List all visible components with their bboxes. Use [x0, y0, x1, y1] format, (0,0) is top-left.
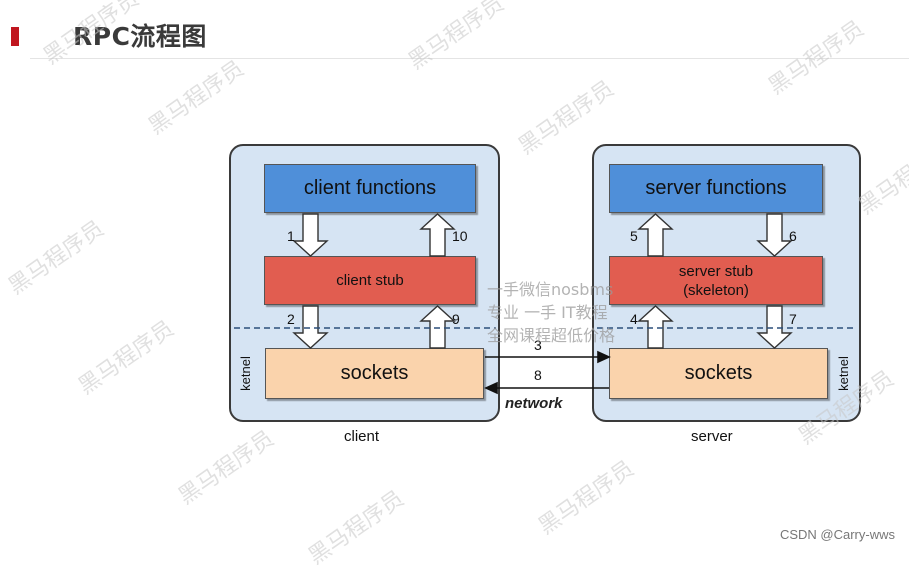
flow-arrows [234, 213, 857, 395]
center-watermark-line-2: 专业 一手 IT教程 [487, 303, 608, 322]
client-label: client [344, 428, 380, 445]
server-stub-sublabel: (skeleton) [683, 281, 749, 299]
client-functions-box: client functions [264, 164, 476, 213]
center-watermark-line-1: 一手微信nosbms [487, 280, 614, 299]
server-stub-box: server stub (skeleton) [609, 256, 823, 305]
step-8-label: 8 [534, 367, 542, 383]
server-sockets-box: sockets [609, 348, 828, 399]
csdn-credit: CSDN @Carry-wws [779, 527, 895, 542]
step-1-label: 1 [287, 228, 295, 244]
step-9-label: 9 [452, 311, 460, 327]
arrow-6-down [756, 213, 793, 257]
arrow-4-up [637, 305, 674, 349]
arrow-8-head [484, 381, 498, 395]
step-6-label: 6 [789, 228, 797, 244]
page-title: RPC流程图 [73, 22, 207, 51]
step-2-label: 2 [287, 311, 295, 327]
client-sockets-box: sockets [265, 348, 484, 399]
title-accent-bar [11, 27, 19, 46]
center-watermark-line-3: 全网课程超低价格 [487, 326, 616, 345]
server-functions-box: server functions [609, 164, 823, 213]
step-5-label: 5 [630, 228, 638, 244]
arrow-3-head [597, 350, 611, 364]
arrow-5-up [637, 213, 674, 257]
server-stub-label: server stub [678, 262, 754, 280]
step-3-label: 3 [534, 337, 542, 353]
arrow-7-down [756, 305, 793, 349]
step-7-label: 7 [789, 311, 797, 327]
arrow-1-down [292, 213, 329, 257]
title-divider [30, 58, 909, 59]
network-label: network [505, 395, 563, 412]
arrow-9-up [419, 305, 456, 349]
arrow-2-down [292, 305, 329, 349]
step-10-label: 10 [452, 228, 468, 244]
arrow-10-up [419, 213, 456, 257]
step-4-label: 4 [630, 311, 638, 327]
server-label: server [691, 428, 733, 445]
client-stub-box: client stub [264, 256, 476, 305]
